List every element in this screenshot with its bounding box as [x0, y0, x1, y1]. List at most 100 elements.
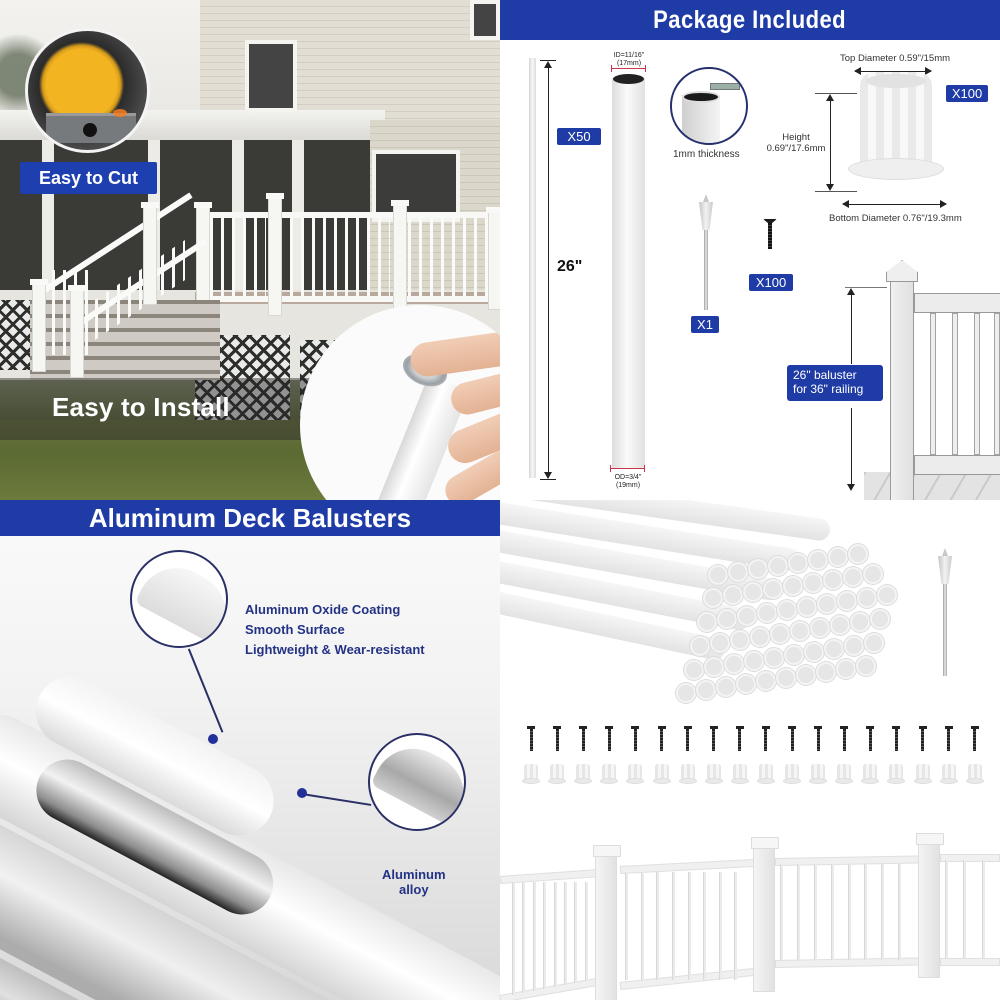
tube-end: [750, 627, 770, 647]
cap-icon: [756, 764, 775, 784]
alloy-dot: [297, 788, 307, 798]
finger: [408, 325, 500, 379]
cap-icon: [548, 764, 567, 784]
dim-tick-bottom: [540, 479, 556, 480]
bottom-diameter-label: Bottom Diameter 0.76"/19.3mm: [829, 213, 962, 224]
tube-end: [803, 573, 823, 593]
railing-post: [751, 837, 779, 992]
tube-end: [717, 609, 737, 629]
tube-end: [748, 559, 768, 579]
arrow-up-icon: [826, 94, 834, 101]
deck-bottom-rail: [200, 296, 500, 302]
alloy-shell-icon: [370, 735, 464, 828]
railing-dimension-line: [851, 408, 852, 488]
tube-end: [817, 594, 837, 614]
bottom-rail: [914, 455, 1000, 475]
coating-shell-icon: [134, 554, 226, 645]
tube-end: [704, 657, 724, 677]
bottom-rail: [940, 958, 1000, 966]
height-dimension-line: [830, 100, 831, 186]
deck-balusters: [290, 218, 390, 296]
tube-end: [823, 570, 843, 590]
screw-icon: [918, 726, 927, 756]
cap-body: [860, 72, 932, 168]
screw-icon: [763, 219, 777, 251]
cap-icon: [522, 764, 540, 784]
aluminum-cutaway-panel: Aluminum Deck Balusters: [0, 500, 500, 1000]
inner-diameter-label: ID=11/16"(17mm): [613, 52, 645, 67]
baluster: [780, 864, 783, 960]
cap-top: [866, 74, 926, 88]
railing-post: [890, 280, 914, 502]
aluminum-deck-balusters-title: Aluminum Deck Balusters: [0, 500, 500, 536]
deck-balusters: [408, 218, 493, 296]
screw-icon: [735, 726, 744, 756]
bottom-diameter-arrow: [842, 200, 947, 208]
cap-icon: [887, 764, 906, 784]
tube-end: [743, 582, 763, 602]
alloy-callout-circle: [368, 733, 466, 831]
tube-end: [697, 612, 717, 632]
baluster-length-label: 26": [557, 258, 583, 275]
tube-hole: [682, 91, 720, 103]
baluster: [830, 864, 834, 960]
cap-icon: [939, 764, 958, 784]
baluster-front-view: [612, 78, 645, 468]
cap-icon: [626, 764, 645, 784]
railing-post: [593, 845, 621, 1000]
baluster: [563, 882, 567, 985]
cap-icon: [809, 764, 828, 784]
coating-callout-circle: [130, 550, 228, 648]
height-tick-top: [815, 93, 857, 94]
tube-end: [850, 612, 870, 632]
easy-to-install-label: Easy to Install: [52, 392, 230, 422]
cap-icon: [704, 764, 723, 784]
easy-to-cut-label: Easy to Cut: [20, 162, 157, 194]
baluster: [543, 882, 547, 989]
tube-end: [848, 544, 868, 564]
deck-balusters: [210, 218, 266, 296]
saw-icon: [25, 28, 150, 153]
tube-end: [863, 564, 883, 584]
inner-diameter-dimension: [611, 65, 646, 72]
coating-dot: [208, 734, 218, 744]
height-tick-bottom: [815, 191, 857, 192]
spade-drill-bit-icon: [938, 548, 952, 680]
baluster: [898, 864, 902, 960]
tube-end: [684, 660, 704, 680]
cap-icon: [965, 764, 984, 784]
tube-end: [708, 565, 728, 585]
baluster: [512, 882, 515, 995]
tube-end: [844, 636, 864, 656]
stair-post: [141, 202, 159, 305]
tube-end: [870, 609, 890, 629]
baluster: [584, 882, 588, 981]
screw-icon: [605, 726, 614, 756]
baluster: [553, 882, 557, 987]
cap-icon: [600, 764, 619, 784]
tube-end: [770, 624, 790, 644]
cap-flange: [848, 158, 944, 180]
tube-end: [690, 636, 710, 656]
top-rail: [914, 293, 1000, 313]
coating-leader-line: [188, 648, 224, 733]
baluster: [813, 864, 817, 960]
tube-end: [710, 633, 730, 653]
upper-window-right: [470, 0, 500, 40]
feature-item: Lightweight & Wear-resistant: [245, 642, 425, 657]
package-included-title: Package Included: [500, 0, 1000, 40]
stair-post: [68, 285, 86, 378]
tube-end: [836, 659, 856, 679]
cap-icon: [730, 764, 749, 784]
baluster: [847, 864, 851, 960]
baluster: [703, 872, 707, 980]
tube-end: [716, 677, 736, 697]
screw-icon: [657, 726, 666, 756]
saw-nut: [83, 123, 97, 137]
baluster: [881, 864, 885, 960]
tube-end: [763, 579, 783, 599]
drill-qty-badge: X1: [691, 316, 719, 333]
tube-end: [730, 630, 750, 650]
baluster: [522, 882, 526, 993]
